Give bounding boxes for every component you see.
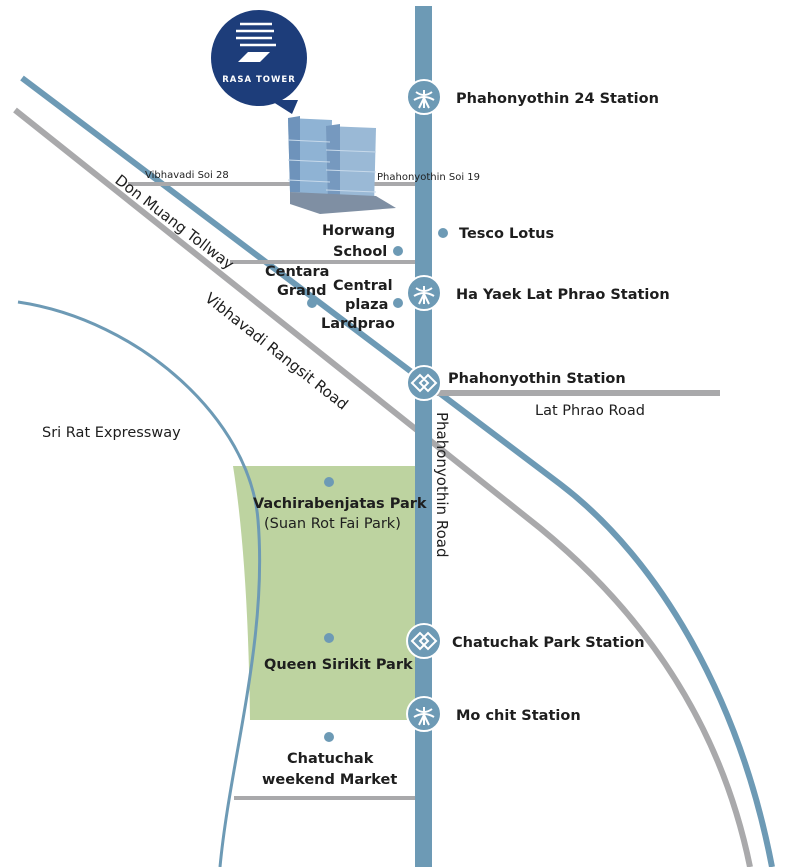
don-muang-tollway-line: [20, 75, 775, 867]
horwang-school-dot: [393, 246, 403, 256]
station-label: Phahonyothin Station: [448, 371, 626, 387]
horwang-school-label-line1: Horwang: [322, 223, 395, 239]
logo-text: RASA TOWER: [222, 75, 296, 85]
bts-icon: [406, 696, 442, 732]
mrt-icon: [406, 623, 442, 659]
station-label: Chatuchak Park Station: [452, 635, 645, 651]
station-phahonyothin-24: Phahonyothin 24 Station: [406, 79, 659, 115]
bts-icon: [406, 275, 442, 311]
vibhavadi-rangsit-road-line: [13, 107, 753, 867]
rasa-tower-logo: RASA TOWER: [211, 10, 307, 114]
tesco-lotus-dot: [438, 228, 448, 238]
horwang-school-label-line2: School: [333, 244, 387, 260]
station-label: Mo chit Station: [456, 708, 581, 724]
centara-grand-label-line1: Centara: [265, 264, 329, 280]
vachirabenjatas-park-label: Vachirabenjatas Park: [253, 496, 427, 512]
centara-grand-label-line2: Grand: [277, 283, 327, 299]
sri-rat-expressway-label: Sri Rat Expressway: [42, 425, 181, 441]
station-label: Phahonyothin 24 Station: [456, 91, 659, 107]
station-chatuchak-park: Chatuchak Park Station: [406, 623, 645, 659]
phahonyothin-road-line: [415, 6, 432, 867]
station-phahonyothin: Phahonyothin Station: [406, 365, 626, 401]
don-muang-tollway-label: Don Muang Tollway: [112, 171, 238, 274]
phahonyothin-soi-19-label: Phahonyothin Soi 19: [377, 172, 480, 183]
vibhavadi-soi-28-label: Vibhavadi Soi 28: [145, 170, 229, 181]
suan-rot-fai-park-label: (Suan Rot Fai Park): [264, 516, 401, 532]
sri-rat-expressway-line: [17, 300, 262, 867]
station-ha-yaek-lat-phrao: Ha Yaek Lat Phrao Station: [406, 275, 670, 311]
chatuchak-market-label-line2: weekend Market: [262, 772, 397, 788]
rasa-tower-logo-icon: [236, 22, 276, 62]
vachirabenjatas-park-dot: [324, 477, 334, 487]
bts-icon: [406, 79, 442, 115]
central-plaza-label-line1: Central: [333, 278, 393, 294]
station-label: Ha Yaek Lat Phrao Station: [456, 287, 670, 303]
central-plaza-label-line3: Lardprao: [321, 316, 395, 332]
tesco-lotus-label: Tesco Lotus: [459, 226, 554, 242]
queen-sirikit-park-label: Queen Sirikit Park: [264, 657, 413, 673]
park-area: [233, 466, 424, 720]
rasa-tower-building: [287, 116, 396, 214]
station-mo-chit: Mo chit Station: [406, 696, 581, 732]
chatuchak-market-label-line1: Chatuchak: [287, 751, 374, 767]
chatuchak-market-dot: [324, 732, 334, 742]
phahonyothin-road-label: Phahonyothin Road: [433, 412, 451, 557]
lat-phrao-road-label: Lat Phrao Road: [535, 403, 645, 419]
queen-sirikit-park-dot: [324, 633, 334, 643]
central-plaza-dot: [393, 298, 403, 308]
central-plaza-label-line2: plaza: [345, 297, 388, 313]
mrt-icon: [406, 365, 442, 401]
centara-grand-dot: [307, 298, 317, 308]
